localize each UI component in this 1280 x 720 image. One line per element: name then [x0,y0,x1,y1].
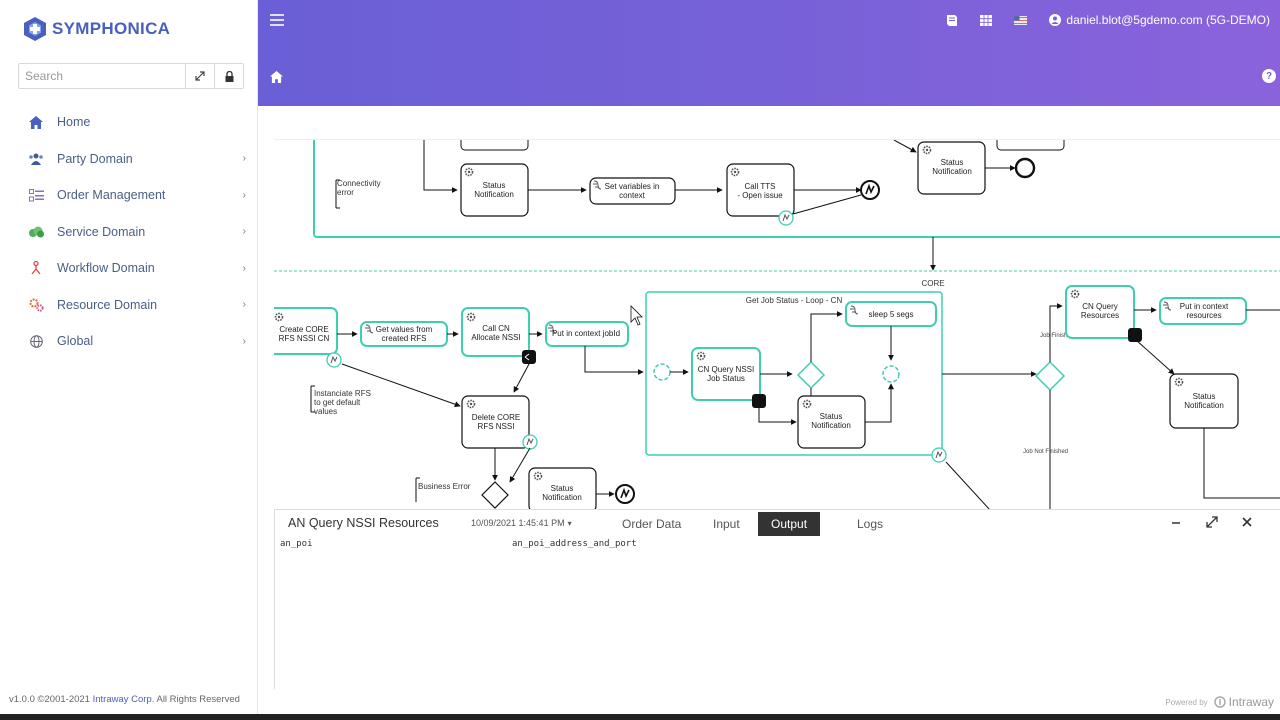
svg-text:Business Error: Business Error [418,482,471,491]
sidebar: SYMPHONICA Home Party Domain [0,0,258,720]
tab-order-data[interactable]: Order Data [622,517,682,531]
detail-panel: AN Query NSSI Resources 10/09/2021 1:45:… [274,509,1280,689]
sidebar-item-order-management[interactable]: Order Management › [0,177,258,214]
people-icon [28,151,44,167]
search-input[interactable] [19,64,185,88]
brand-logo[interactable]: SYMPHONICA [22,14,170,44]
copyright-footer: v1.0.0 ©2001-2021 Intraway Corp. All Rig… [9,694,240,705]
sidebar-item-home[interactable]: Home [0,104,258,141]
table-icon[interactable] [980,14,993,26]
sidebar-item-label: Service Domain [57,224,146,239]
book-icon[interactable] [946,14,958,27]
company-link[interactable]: Intraway Corp. [92,694,155,705]
sidebar-item-label: Resource Domain [57,297,158,312]
sidebar-item-label: Workflow Domain [57,261,155,276]
connectivity-error-label: Connectivity [337,179,381,188]
globe-icon [28,333,44,349]
svg-text:Job Finished: Job Finished [1040,333,1074,339]
chevron-right-icon: › [242,299,246,311]
tab-output[interactable]: Output [758,512,821,536]
svg-text:Put in context jobId: Put in context jobId [552,329,620,338]
user-email: daniel.blot@5gdemo.com (5G-DEMO) [1066,13,1270,27]
sidebar-item-workflow-domain[interactable]: Workflow Domain › [0,250,258,287]
home-icon [28,114,44,130]
expand-button[interactable] [185,64,214,88]
help-icon[interactable]: ? [1262,69,1276,83]
sidebar-item-label: Party Domain [57,151,133,166]
expand-icon [195,71,205,81]
execution-date-select[interactable]: 10/09/2021 1:45:41 PM ▾ [471,518,572,528]
us-flag-icon[interactable] [1014,15,1028,25]
horizontal-scrollbar[interactable] [0,714,1280,720]
close-icon[interactable] [1242,516,1252,530]
sidebar-item-resource-domain[interactable]: Resource Domain › [0,287,258,324]
hamburger-menu-icon[interactable] [270,14,284,26]
svg-text:Job Not Finished: Job Not Finished [1023,449,1068,455]
user-icon [1049,14,1062,26]
flow-icon [28,260,44,276]
chevron-right-icon: › [242,189,246,201]
list-icon [28,187,44,203]
header-actions: daniel.blot@5gdemo.com (5G-DEMO) [924,13,1270,27]
output-value: an_poi_address_and_port [512,539,637,549]
sidebar-item-label: Order Management [57,188,166,203]
lock-button[interactable] [214,64,243,88]
sidebar-nav: Home Party Domain › Order Management › [0,104,258,360]
sidebar-item-party-domain[interactable]: Party Domain › [0,141,258,178]
set-variables-task[interactable] [589,177,676,205]
lock-icon [225,70,233,82]
top-header: daniel.blot@5gdemo.com (5G-DEMO) ? [258,0,1280,106]
chevron-down-icon: ▾ [567,518,572,528]
gears-icon [28,297,44,313]
chevron-right-icon: › [242,226,246,238]
svg-text:CORE: CORE [921,279,944,288]
symphonica-logo-icon [22,16,48,42]
user-menu[interactable]: daniel.blot@5gdemo.com (5G-DEMO) [1049,13,1270,27]
tab-input[interactable]: Input [713,517,740,531]
panel-header: AN Query NSSI Resources 10/09/2021 1:45:… [275,510,1280,536]
sidebar-item-service-domain[interactable]: Service Domain › [0,214,258,251]
chevron-right-icon: › [242,335,246,347]
tab-logs[interactable]: Logs [857,517,884,531]
chevron-right-icon: › [242,262,246,274]
minimize-icon[interactable] [1171,516,1181,530]
svg-text:Get Job Status - Loop - CN: Get Job Status - Loop - CN [746,296,843,305]
cloud-icon [28,224,44,240]
chevron-right-icon: › [242,153,246,165]
svg-text:Call TTS- Open issue: Call TTS- Open issue [737,182,783,200]
home-breadcrumb-icon[interactable] [270,70,283,88]
intraway-logo-icon [1213,696,1226,708]
maximize-icon[interactable] [1206,516,1218,531]
brand-name: SYMPHONICA [52,19,171,38]
sidebar-item-global[interactable]: Global › [0,323,258,360]
sidebar-item-label: Global [57,334,94,349]
breadcrumb-bar [274,106,1280,140]
svg-text:sleep 5 segs: sleep 5 segs [869,310,914,319]
search-box [18,63,244,89]
panel-title: AN Query NSSI Resources [288,516,439,530]
sidebar-item-label: Home [57,115,91,130]
output-key: an_poi [280,539,313,549]
powered-by: Powered by Intraway [1165,695,1274,709]
